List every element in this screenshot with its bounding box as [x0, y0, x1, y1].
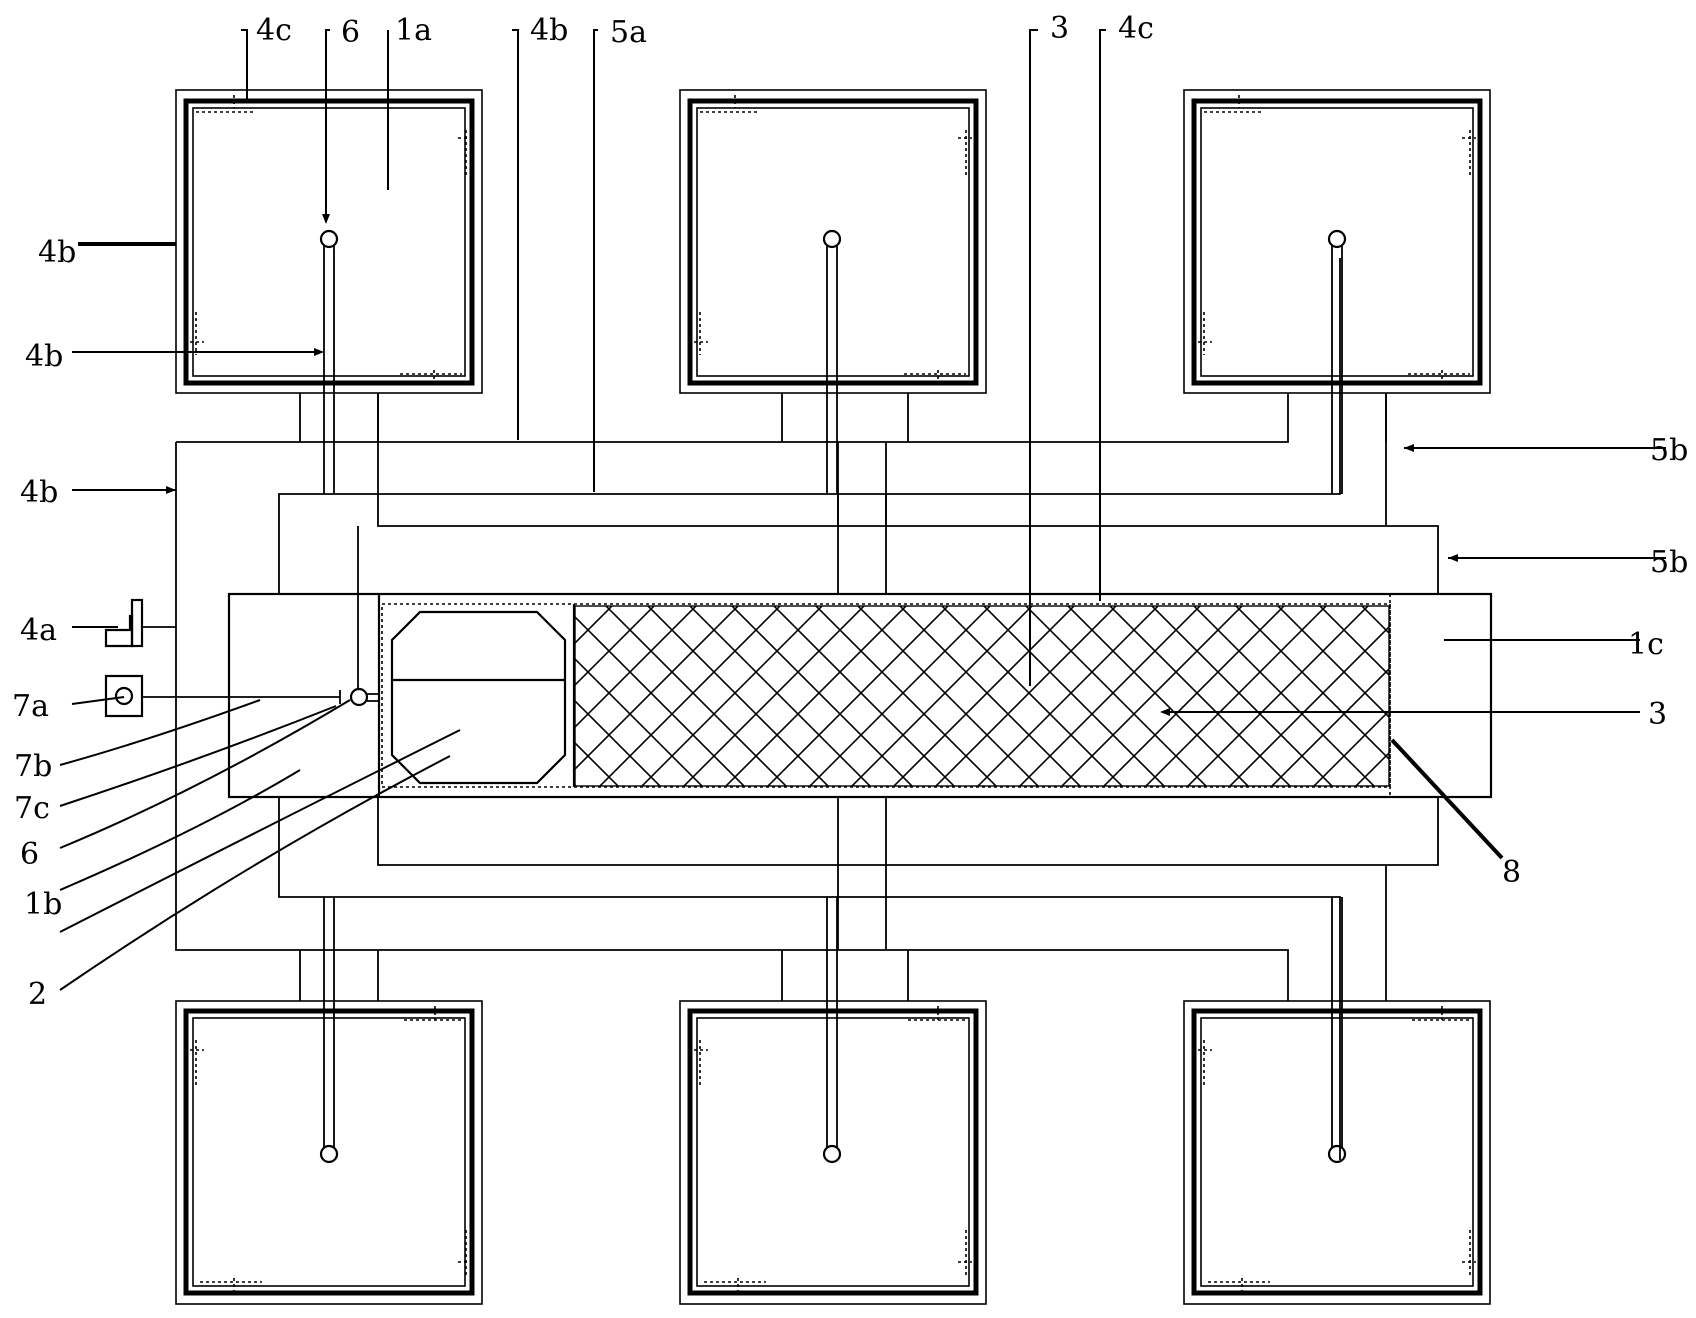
label-3-top: 3	[1050, 11, 1069, 46]
room-bottom-middle	[679, 1000, 987, 1305]
label-5b-right-2: 5b	[1650, 545, 1688, 580]
duct-inner-5	[278, 258, 1439, 1160]
room-top-left	[175, 89, 483, 394]
room-top-right	[1183, 89, 1491, 394]
room-top-middle	[679, 89, 987, 394]
room-bottom-left	[175, 1000, 483, 1305]
label-4c-top-right: 4c	[1118, 11, 1154, 46]
leader-lines	[59, 29, 1666, 991]
label-4b-left-3: 4b	[20, 475, 58, 510]
label-2: 2	[28, 977, 47, 1012]
label-1a: 1a	[395, 13, 432, 48]
device-4a	[104, 598, 176, 648]
label-1c: 1c	[1628, 627, 1664, 662]
label-5a: 5a	[610, 15, 647, 50]
label-8: 8	[1502, 855, 1521, 890]
room-bottom-right	[1183, 1000, 1491, 1305]
label-3-right: 3	[1648, 697, 1667, 732]
label-6-top: 6	[341, 15, 360, 50]
label-4b-left-2: 4b	[25, 339, 63, 374]
label-7a: 7a	[12, 689, 49, 724]
central-unit	[227, 526, 1493, 799]
device-7a	[104, 674, 340, 718]
label-4b-top: 4b	[530, 13, 568, 48]
label-4a: 4a	[20, 613, 57, 648]
label-1b: 1b	[24, 887, 62, 922]
label-4c-top-left: 4c	[256, 13, 292, 48]
label-5b-right-1: 5b	[1650, 433, 1688, 468]
label-4b-left-1: 4b	[38, 235, 76, 270]
label-6-left: 6	[20, 837, 39, 872]
label-7b: 7b	[14, 749, 52, 784]
label-7c: 7c	[14, 791, 50, 826]
labels: 4c 6 1a 4b 5a 3 4c 4b 4b 4b 4a 7a 7b 7c …	[12, 11, 1688, 1012]
supply-pipes-6	[319, 229, 1347, 1164]
